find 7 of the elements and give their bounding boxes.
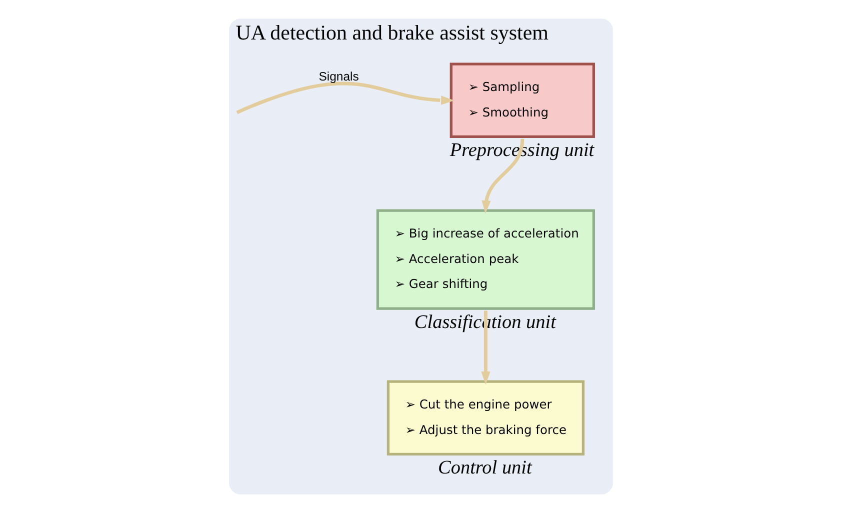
node-label: Control unit: [438, 457, 532, 478]
arrow: [480, 310, 490, 385]
node-label: Preprocessing unit: [449, 140, 594, 162]
node-label: Classification unit: [414, 312, 556, 333]
edge-label: Signals: [318, 69, 358, 84]
arrow: [481, 138, 524, 214]
arrow: [236, 82, 454, 114]
